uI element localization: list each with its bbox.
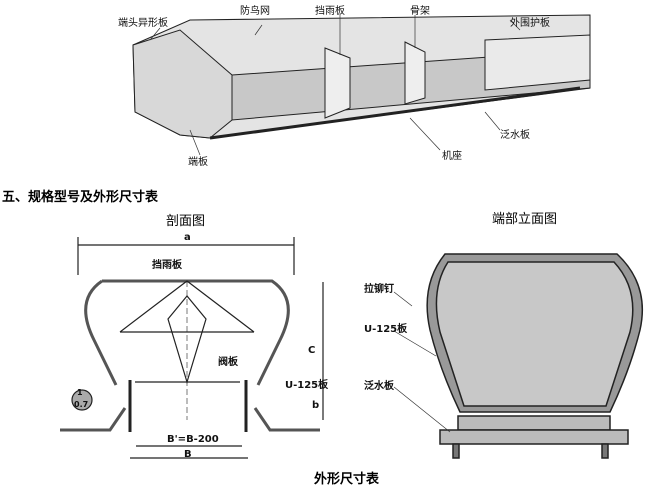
dim-b-prime: B'=B-200 <box>167 434 219 445</box>
label-rain-plate-section: 挡雨板 <box>152 260 182 271</box>
ventilator-perspective <box>132 14 591 140</box>
slope-bottom: 0.7 <box>74 400 89 409</box>
label-rain-plate: 挡雨板 <box>315 6 345 17</box>
section-heading: 五、规格型号及外形尺寸表 <box>2 190 159 205</box>
label-end-plate-special: 端头异形板 <box>118 18 168 29</box>
label-damper: 阀板 <box>218 357 238 368</box>
label-flashing: 泛水板 <box>500 130 530 141</box>
label-rivet: 拉铆钉 <box>364 284 394 295</box>
end-view <box>426 253 644 459</box>
label-u-plate-section: U-125板 <box>285 380 329 391</box>
dim-b: B <box>184 449 192 460</box>
section-view-title: 剖面图 <box>166 214 206 229</box>
label-flashing-end: 泛水板 <box>364 381 394 392</box>
label-end-plate: 端板 <box>188 157 208 168</box>
label-bird-net: 防鸟网 <box>240 6 270 17</box>
dim-c: C <box>308 345 316 356</box>
end-view-title: 端部立面图 <box>492 212 558 227</box>
label-outer-plate: 外围护板 <box>510 18 550 29</box>
slope-top: 1 <box>77 388 83 397</box>
label-frame: 骨架 <box>410 6 430 17</box>
dim-b-small: b <box>312 400 320 411</box>
section-view <box>60 237 324 459</box>
label-base: 机座 <box>442 151 462 162</box>
caption: 外形尺寸表 <box>314 472 380 487</box>
dim-a: a <box>184 232 191 243</box>
label-u-plate-end: U-125板 <box>364 324 408 335</box>
